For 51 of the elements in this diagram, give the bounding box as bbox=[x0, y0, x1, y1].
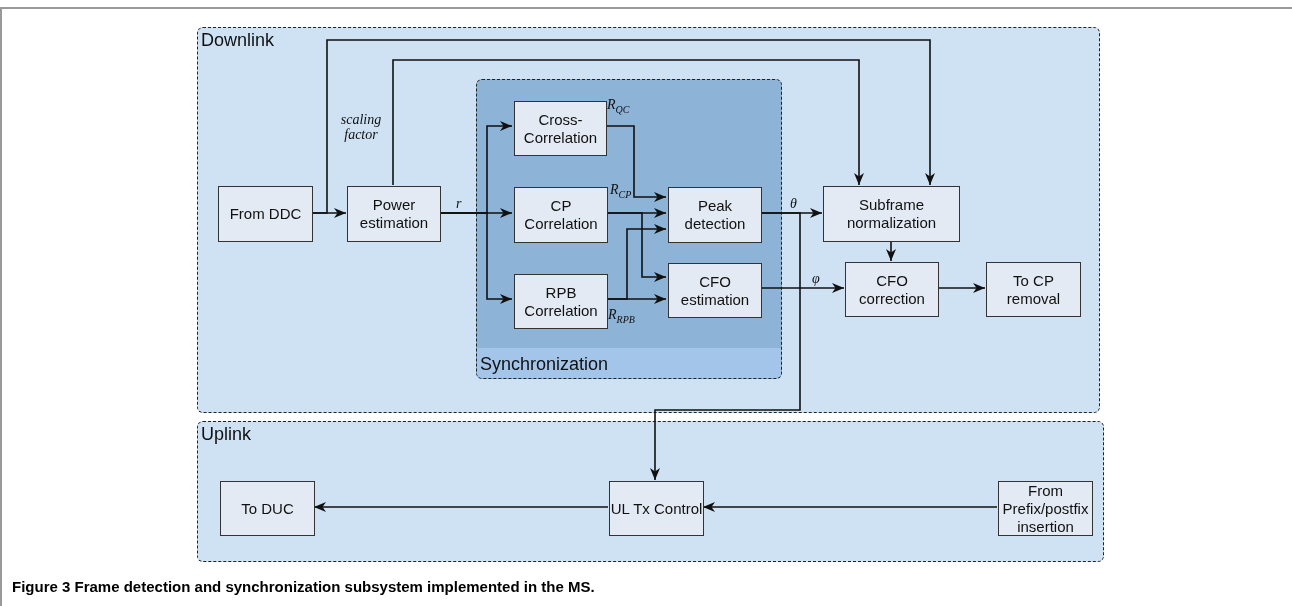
box-label: From Prefix/postfix insertion bbox=[1001, 481, 1090, 536]
arrow bbox=[759, 283, 845, 293]
process-box bbox=[823, 186, 960, 242]
box-label: Peak detection bbox=[683, 197, 747, 233]
edge-label: scaling factor bbox=[339, 112, 383, 142]
process-box bbox=[347, 186, 441, 242]
arrow bbox=[937, 283, 986, 293]
arrow bbox=[650, 212, 801, 481]
process-box bbox=[514, 187, 608, 243]
arrow bbox=[311, 39, 935, 214]
edge-label: θ bbox=[790, 196, 797, 211]
process-box bbox=[220, 481, 315, 536]
panel-title: Downlink bbox=[201, 30, 275, 51]
figure-caption: Figure 3 Frame detection and synchronization subsystem implemented in the MS. bbox=[12, 578, 595, 595]
box-label: From DDC bbox=[229, 205, 302, 223]
arrow bbox=[605, 212, 667, 282]
box-label: CFO correction bbox=[858, 271, 926, 308]
process-box bbox=[514, 101, 607, 156]
arrow bbox=[605, 294, 667, 304]
box-label: Power estimation bbox=[358, 196, 430, 232]
box-label: To DUC bbox=[241, 499, 294, 518]
edge-label: R$_{CP}$ bbox=[610, 182, 632, 202]
process-box bbox=[986, 262, 1081, 317]
box-label: To CP removal bbox=[1005, 271, 1062, 308]
process-box bbox=[845, 262, 939, 317]
dashed-panel bbox=[476, 79, 782, 379]
edge-label: R$_{RPB}$ bbox=[608, 307, 635, 327]
arrow bbox=[439, 212, 513, 304]
box-label: RPB Correlation bbox=[523, 283, 599, 320]
process-box bbox=[514, 274, 608, 329]
box-label: Cross-Correlation bbox=[522, 110, 599, 147]
arrow bbox=[702, 502, 998, 512]
panel-title: Uplink bbox=[201, 424, 252, 445]
arrow bbox=[392, 59, 864, 186]
process-box bbox=[668, 187, 762, 243]
dashed-panel bbox=[197, 27, 1100, 413]
box-label: CFO estimation bbox=[679, 272, 751, 309]
arrow bbox=[313, 502, 609, 512]
edge-label: R$_{QC}$ bbox=[607, 97, 630, 117]
box-label: UL Tx Control bbox=[610, 499, 703, 518]
process-box bbox=[668, 263, 762, 318]
arrow bbox=[886, 240, 896, 262]
edge-label: φ bbox=[812, 271, 820, 286]
process-box bbox=[609, 481, 704, 536]
dashed-panel bbox=[197, 421, 1104, 562]
process-box bbox=[218, 186, 313, 242]
arrow bbox=[604, 125, 667, 202]
panel-title: Synchronization bbox=[480, 354, 609, 375]
box-label: CP Correlation bbox=[523, 197, 599, 233]
edge-label: r bbox=[456, 196, 462, 211]
box-label: Subframe normalization bbox=[845, 196, 938, 232]
